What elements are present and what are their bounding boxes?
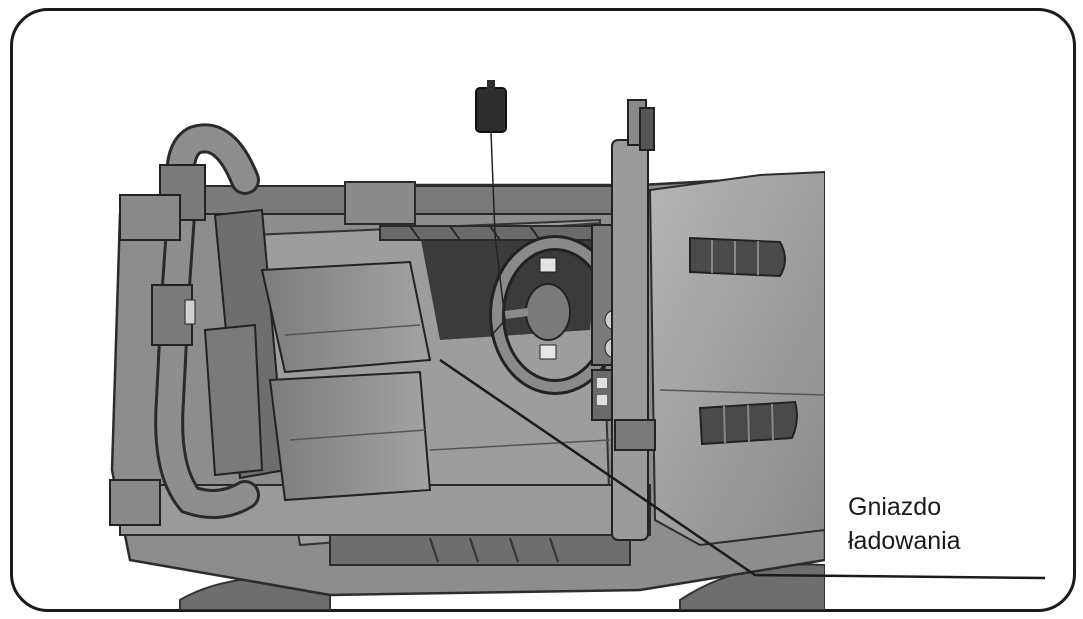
- seat: [203, 208, 432, 502]
- lower-hood-vent: [698, 400, 798, 446]
- callout-leader: [439, 358, 1046, 580]
- charging-socket-label: Gniazdo ładowania: [848, 493, 961, 555]
- hood: [648, 170, 825, 547]
- charging-socket-icon: [475, 80, 507, 336]
- windshield-frame: [611, 99, 656, 541]
- roll-bar: [151, 123, 260, 519]
- upper-hood-vent: [689, 236, 786, 278]
